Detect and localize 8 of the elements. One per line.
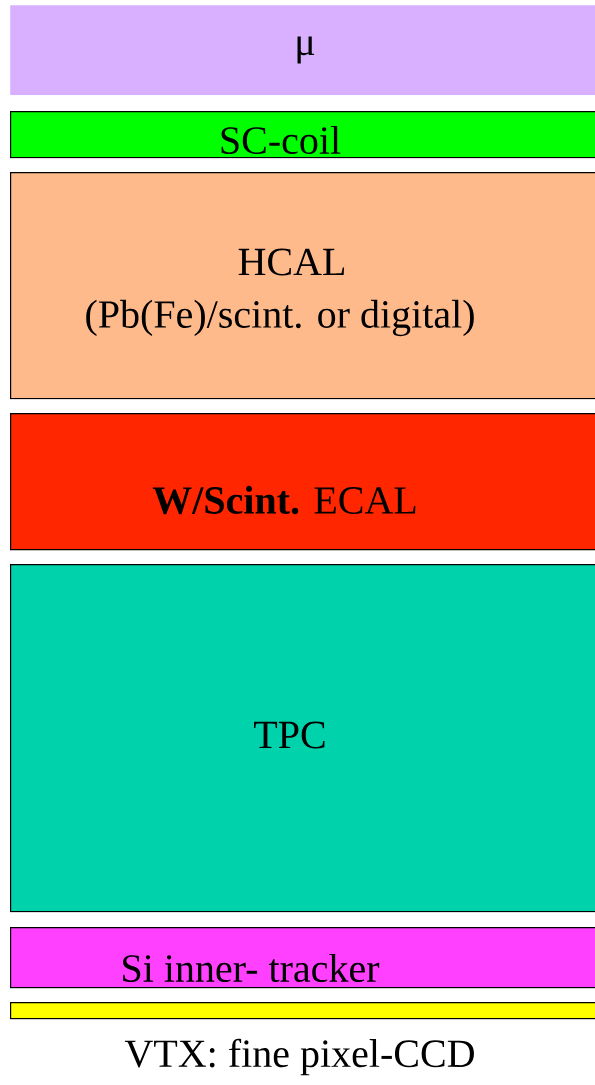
layer-band: TPC	[10, 564, 595, 913]
layer-band: μ	[10, 5, 595, 96]
layer-band: Si inner- tracker	[10, 927, 595, 989]
layer-band: HCAL (Pb(Fe)/scint. or digital)	[10, 172, 595, 400]
node-label: VTX: fine pixel-CCD	[124, 1038, 474, 1076]
layer-band: VTX: fine pixel-CCD	[10, 1002, 595, 1076]
layer-band: SC-coil	[10, 111, 595, 159]
layer-band: W/Scint. ECAL	[10, 413, 595, 551]
